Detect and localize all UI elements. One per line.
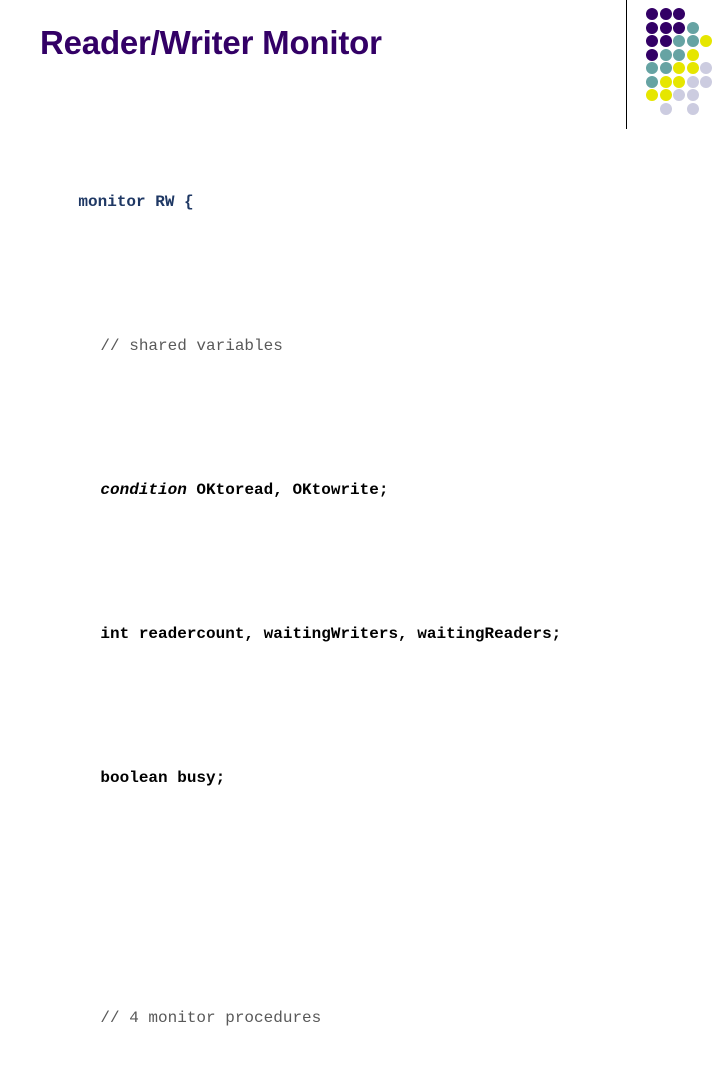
decorative-dot [700, 35, 712, 47]
decorative-dot [686, 35, 699, 47]
code-token-monitor-open: monitor RW { [78, 193, 194, 211]
decorative-dot [673, 21, 685, 34]
code-line-boolean-decl: boolean busy; [40, 742, 700, 814]
decorative-dot [673, 89, 685, 101]
decorative-dot [686, 48, 699, 61]
decorative-dot [686, 62, 699, 74]
code-line-int-decl: int readercount, waitingWriters, waiting… [40, 598, 700, 670]
page-title: Reader/Writer Monitor [40, 24, 382, 61]
code-line-comment-procedures: // 4 monitor procedures [40, 982, 700, 1054]
code-token-keyword-condition: condition [100, 481, 187, 499]
code-line-monitor-open: monitor RW { [40, 166, 700, 238]
decorative-dot [659, 35, 672, 47]
decorative-dot [673, 8, 685, 20]
code-token-comment-procedures: // 4 monitor procedures [100, 1009, 322, 1027]
decorative-dot [659, 89, 672, 101]
decorative-dot [700, 62, 712, 74]
decorative-dot [659, 62, 672, 74]
code-token-condition-vars: OKtoread, OKtowrite; [186, 481, 389, 499]
code-line-comment-shared-variables: // shared variables [40, 310, 700, 382]
code-token-boolean-decl: boolean busy; [100, 769, 226, 787]
decorative-dot [673, 35, 685, 47]
decorative-dot [673, 75, 685, 88]
decorative-dot [700, 75, 712, 88]
decorative-dot [646, 21, 658, 34]
decorative-dot [646, 89, 658, 101]
decorative-dot [686, 75, 699, 88]
decorative-dot [659, 75, 672, 88]
code-line-blank-1 [40, 886, 700, 910]
decorative-dot [646, 75, 658, 88]
decorative-dot-grid [646, 8, 714, 128]
decorative-dot [646, 62, 658, 74]
code-token-int-decl: int readercount, waitingWriters, waiting… [100, 625, 562, 643]
decorative-dot [686, 21, 699, 34]
decorative-dot [686, 102, 699, 115]
decorative-dot [659, 8, 672, 20]
code-token-comment-shared-variables: // shared variables [100, 337, 283, 355]
decorative-dot [673, 48, 685, 61]
decorative-dot [659, 48, 672, 61]
code-block: monitor RW { // shared variables conditi… [40, 94, 700, 1080]
decorative-dot [686, 89, 699, 101]
code-line-condition-decl: condition OKtoread, OKtowrite; [40, 454, 700, 526]
decorative-dot [646, 48, 658, 61]
decorative-dot [659, 21, 672, 34]
decorative-dot [646, 8, 658, 20]
decorative-dot [673, 62, 685, 74]
decorative-dot [659, 102, 672, 115]
decorative-dot [646, 35, 658, 47]
header-divider-line [626, 0, 627, 129]
